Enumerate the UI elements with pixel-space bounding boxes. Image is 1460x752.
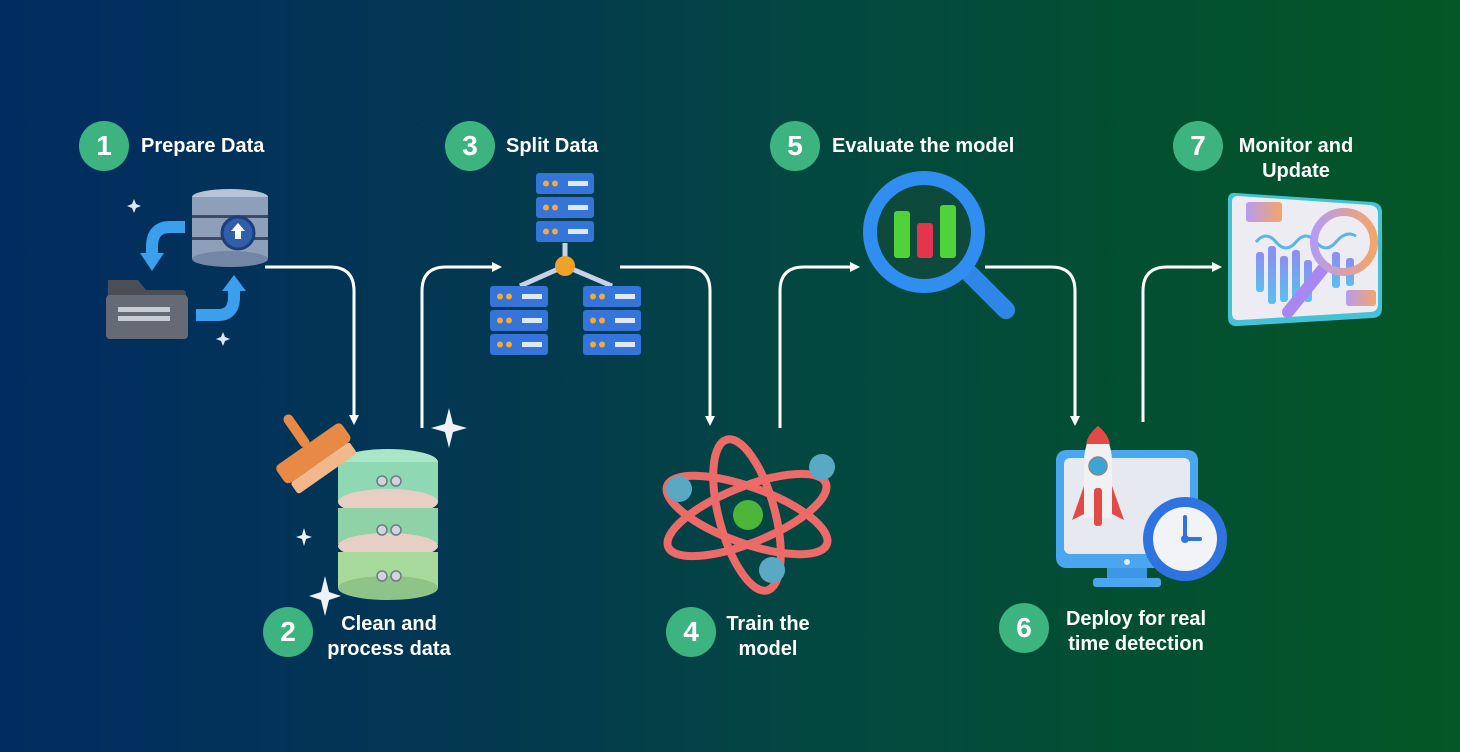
step-3-badge: 3 (445, 121, 495, 171)
atom-icon (662, 435, 835, 595)
arrow-6-to-7 (1141, 262, 1222, 422)
step-4-label-line-1: Train the (726, 613, 810, 635)
arrow-1-to-2 (265, 265, 359, 425)
step-2-label-line-2: process data (327, 638, 451, 660)
step-4-number: 4 (683, 616, 699, 647)
arrow-5-to-6 (985, 265, 1080, 426)
step-2-label: Clean and process data (318, 612, 460, 662)
server-split-icon (490, 173, 641, 355)
step-7-label-line-1: Monitor and (1238, 135, 1354, 157)
step-4-label-line-2: model (738, 638, 798, 660)
step-7-label-line-2: Update (1262, 160, 1330, 182)
magnifier-chart-icon (863, 171, 1015, 319)
step-2-badge: 2 (263, 607, 313, 657)
step-2-number: 2 (280, 616, 296, 647)
step-1-number: 1 (96, 130, 112, 161)
step-5-badge: 5 (770, 121, 820, 171)
step-1-label: Prepare Data (141, 135, 265, 157)
step-4-label: Train the model (718, 612, 818, 662)
arrow-3-to-4 (620, 265, 715, 426)
step-6-label-line-1: Deploy for real (1065, 608, 1207, 630)
step-6-label: Deploy for real time detection (1054, 607, 1218, 657)
arrow-4-to-5 (778, 262, 860, 428)
dashboard-magnifier-icon (1228, 192, 1382, 327)
step-3-label: Split Data (506, 135, 599, 157)
step-7-badge: 7 (1173, 121, 1223, 171)
step-5-label: Evaluate the model (832, 135, 1015, 157)
step-4-badge: 4 (666, 607, 716, 657)
database-cleaning-icon (276, 408, 467, 616)
step-7-number: 7 (1190, 130, 1206, 161)
step-3-number: 3 (462, 130, 478, 161)
database-sync-icon (106, 189, 268, 346)
step-1-badge: 1 (79, 121, 129, 171)
step-6-number: 6 (1016, 612, 1032, 643)
arrow-2-to-3 (420, 262, 502, 428)
monitor-rocket-clock-icon (1056, 426, 1227, 587)
step-6-badge: 6 (999, 603, 1049, 653)
step-6-label-line-2: time detection (1068, 633, 1204, 655)
step-2-label-line-1: Clean and (341, 613, 437, 635)
step-7-label: Monitor and Update (1230, 134, 1362, 184)
step-5-number: 5 (787, 130, 803, 161)
